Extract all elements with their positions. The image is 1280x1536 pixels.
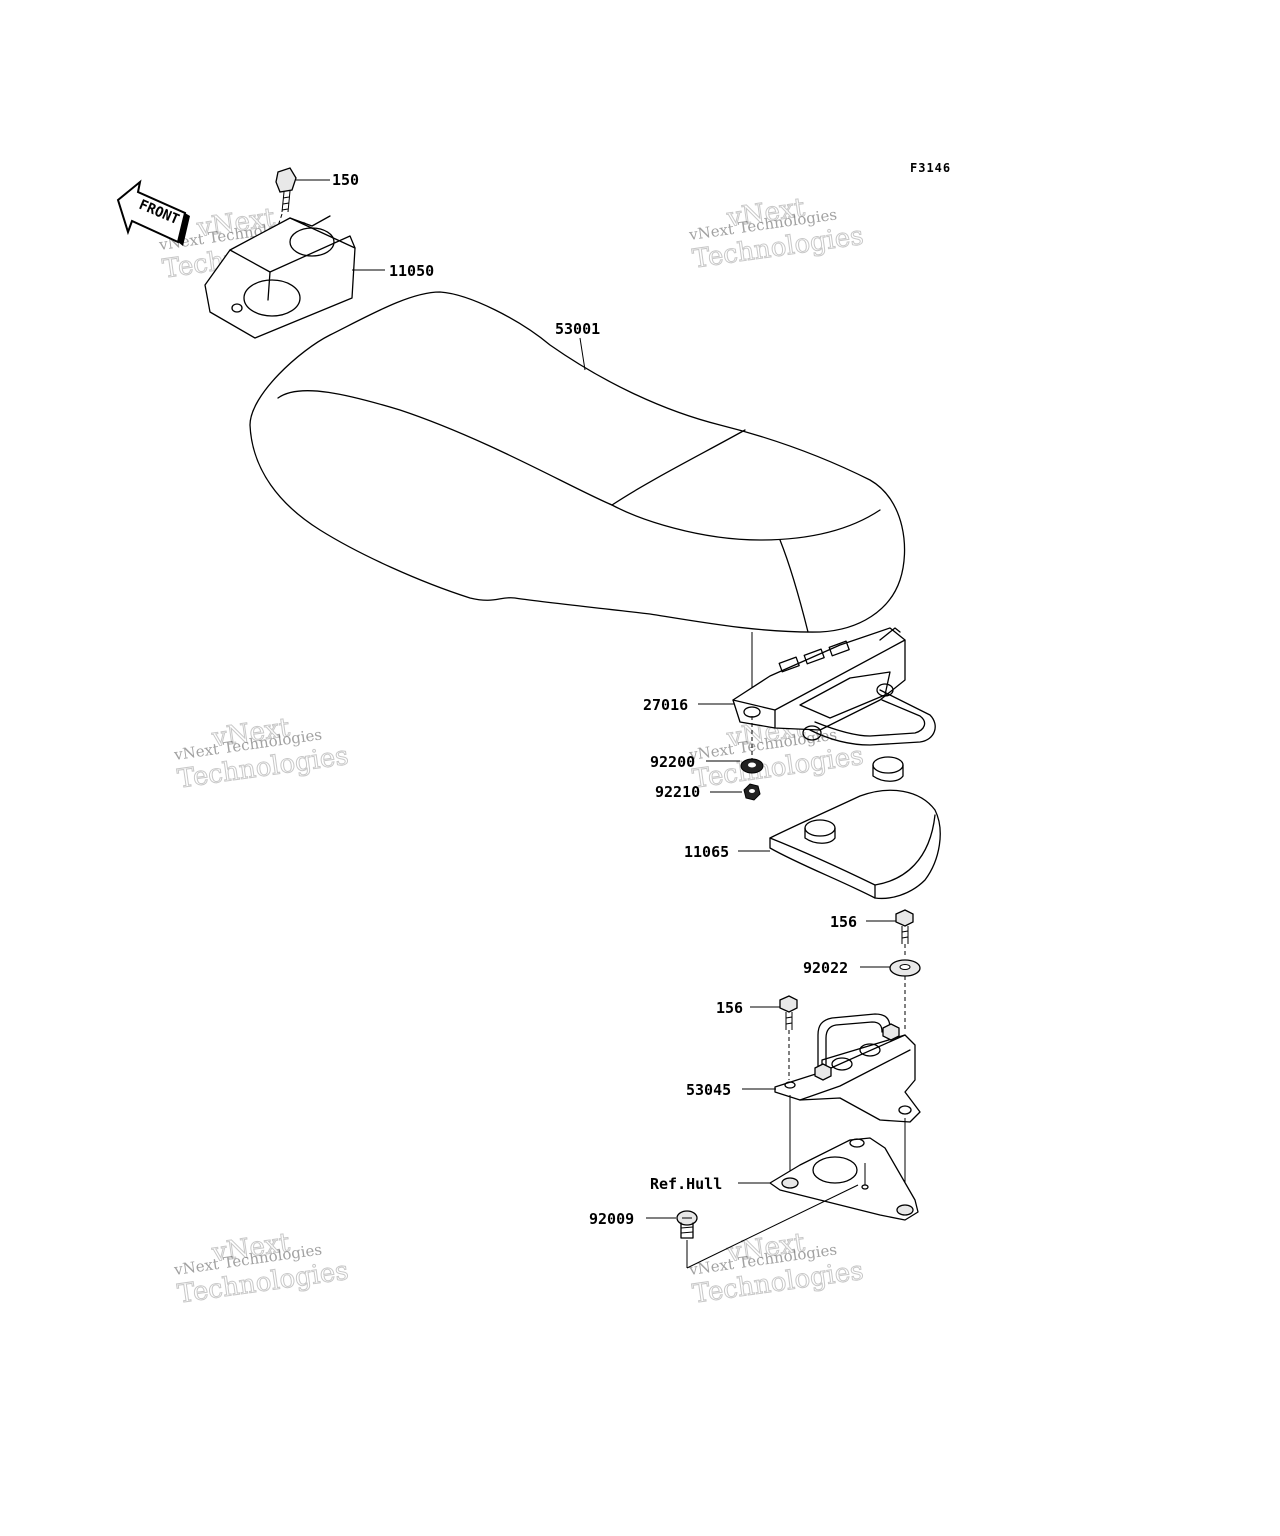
watermark-6: vNext vNext Technologies Technologies — [687, 1227, 866, 1310]
seat-53001-icon — [249, 291, 906, 633]
part-label-92200: 92200 — [650, 753, 695, 771]
bolt-156a-icon — [895, 909, 914, 958]
watermark-2: vNext vNext Technologies Technologies — [687, 192, 866, 275]
hull-plate-icon — [769, 1137, 919, 1221]
part-label-150: 150 — [332, 171, 359, 189]
part-label-11050: 11050 — [389, 262, 434, 280]
part-label-11065: 11065 — [684, 843, 729, 861]
part-labels: 150 11050 53001 27016 92200 92210 11065 … — [332, 171, 857, 1228]
nut-92210-icon — [743, 783, 761, 801]
cover-11065-icon — [769, 756, 941, 900]
bolt-156b-icon — [779, 995, 798, 1080]
part-label-156-upper: 156 — [830, 913, 857, 931]
screw-92009-icon — [676, 1184, 859, 1269]
washer-92200-icon — [740, 758, 764, 774]
part-label-27016: 27016 — [643, 696, 688, 714]
part-label-156-lower: 156 — [716, 999, 743, 1017]
part-label-53045: 53045 — [686, 1081, 731, 1099]
bracket-11050-icon — [204, 215, 356, 339]
front-arrow-icon: FRONT — [116, 179, 190, 246]
seat-frame-27016-icon — [732, 627, 936, 760]
watermark-3: vNext vNext Technologies Technologies — [172, 712, 351, 795]
figure-code: F3146 — [910, 161, 951, 175]
part-label-92210: 92210 — [655, 783, 700, 801]
part-label-ref-hull: Ref.Hull — [650, 1175, 722, 1193]
part-label-92009: 92009 — [589, 1210, 634, 1228]
washer-92022-icon — [889, 959, 921, 1030]
leader-lines — [296, 179, 896, 1219]
part-label-53001: 53001 — [555, 320, 600, 338]
watermark-5: vNext vNext Technologies Technologies — [172, 1227, 351, 1310]
part-label-92022: 92022 — [803, 959, 848, 977]
